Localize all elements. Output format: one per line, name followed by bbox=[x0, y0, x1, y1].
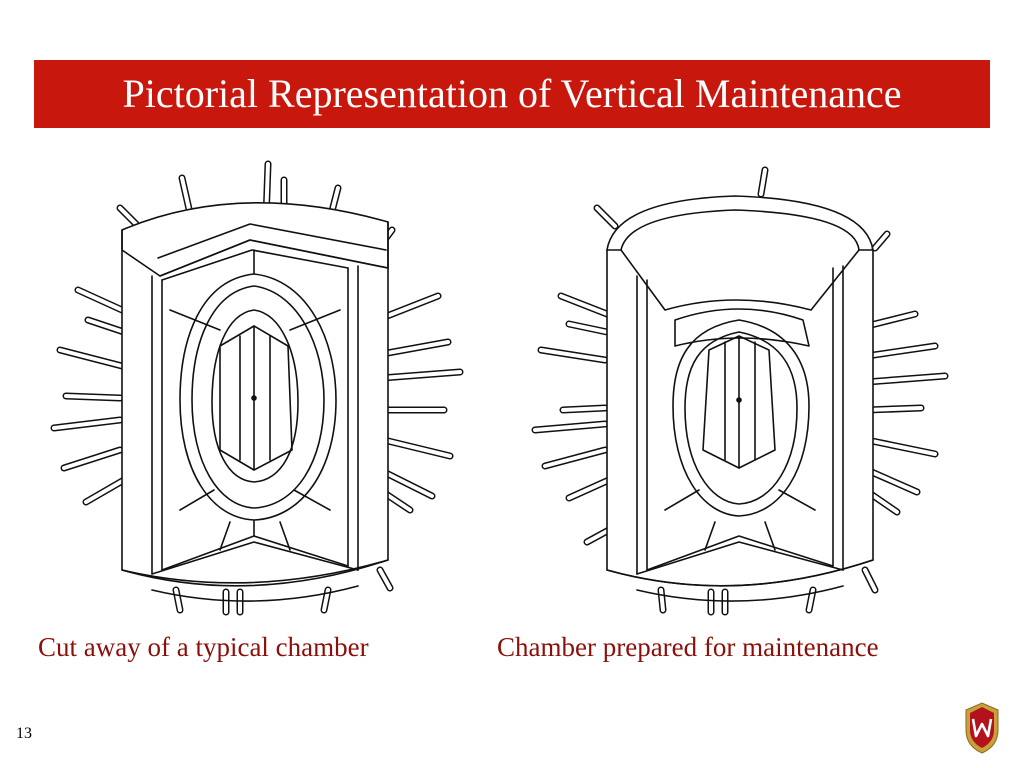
slide-title: Pictorial Representation of Vertical Mai… bbox=[122, 71, 902, 116]
title-bar: Pictorial Representation of Vertical Mai… bbox=[34, 60, 990, 128]
university-crest-icon bbox=[962, 700, 1002, 756]
figure-cutaway-chamber bbox=[40, 150, 480, 620]
caption-maintenance: Chamber prepared for maintenance bbox=[497, 632, 879, 662]
cutaway-chamber-drawing bbox=[50, 160, 464, 616]
maintenance-chamber-drawing bbox=[531, 166, 949, 616]
crest-drawing bbox=[965, 702, 999, 754]
caption-cutaway: Cut away of a typical chamber bbox=[38, 632, 369, 662]
figure-maintenance-chamber bbox=[525, 150, 965, 620]
slide-number: 13 bbox=[16, 725, 32, 742]
